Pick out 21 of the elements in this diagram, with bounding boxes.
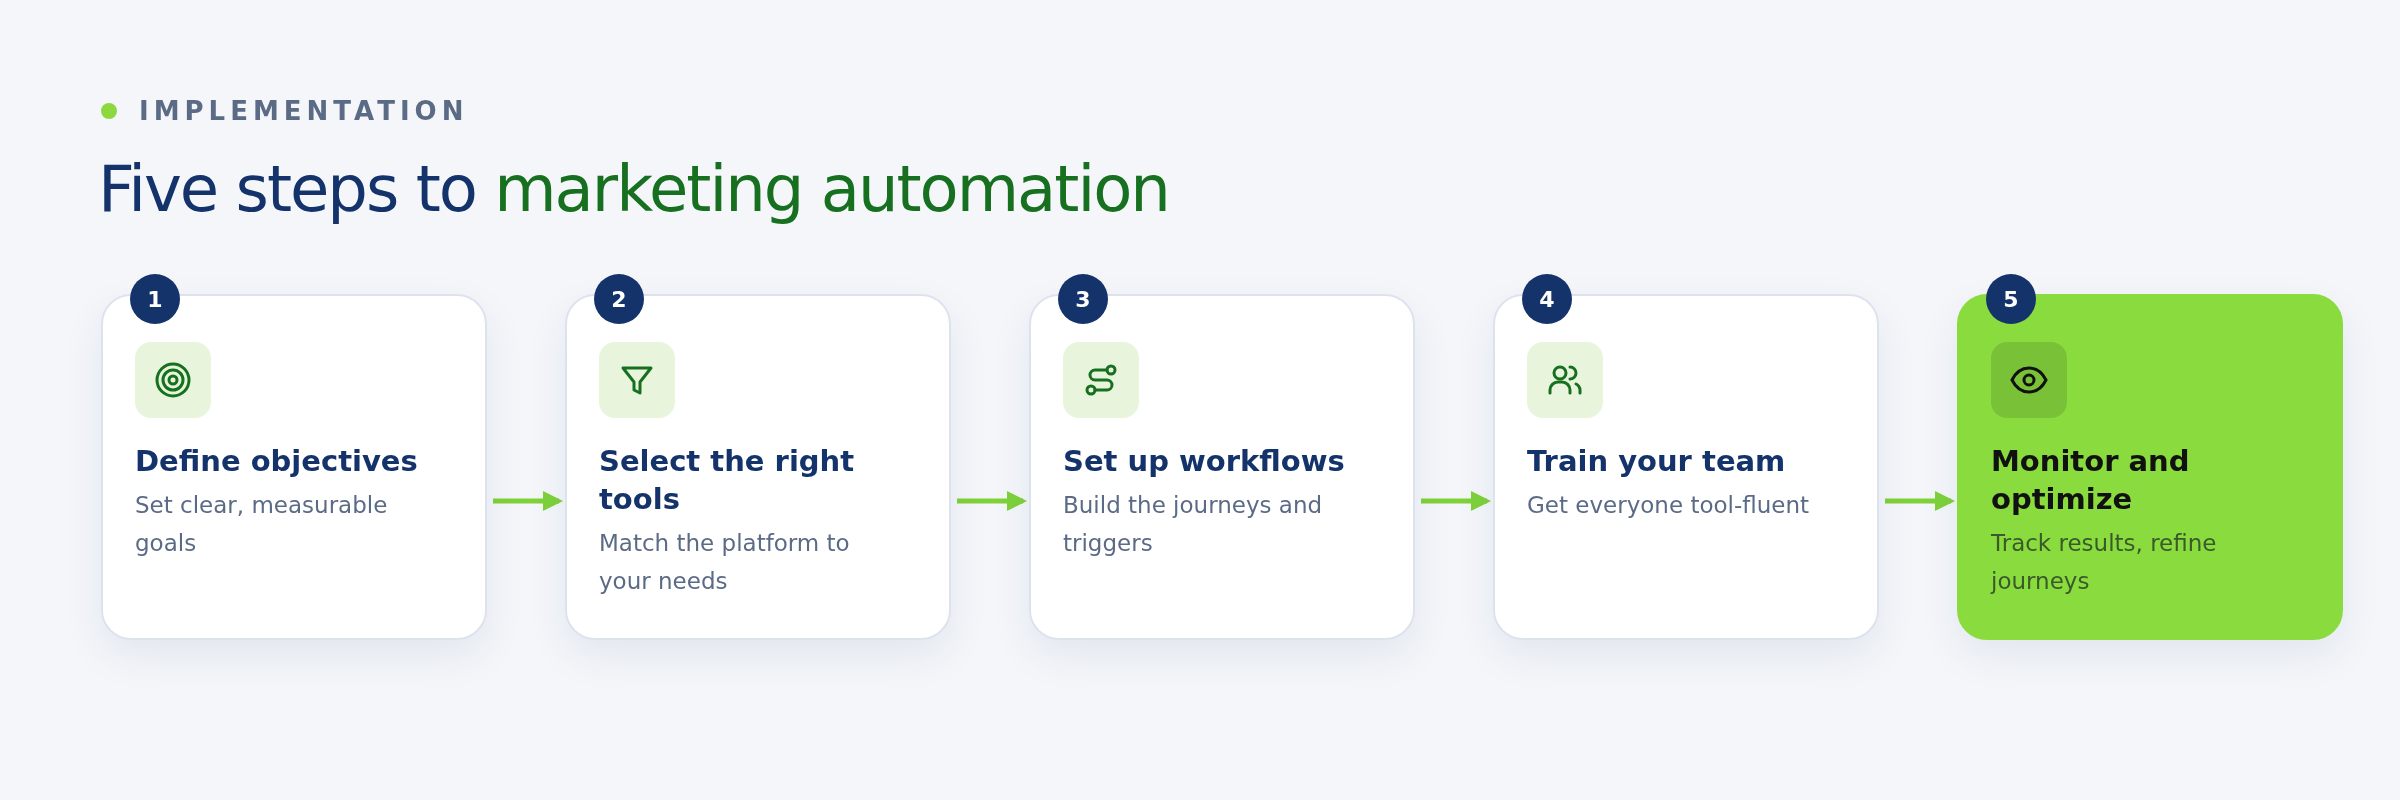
- step-number-badge: 1: [130, 274, 180, 324]
- step-number-badge: 2: [594, 274, 644, 324]
- step-heading: Monitor and optimize: [1991, 443, 2191, 518]
- step-number-badge: 3: [1058, 274, 1108, 324]
- step-heading: Select the right tools: [599, 443, 856, 518]
- step-description: Get everyone tool-fluent: [1527, 491, 1811, 520]
- step-description: Match the platform to your needs: [599, 529, 851, 596]
- step-number-badge: 4: [1522, 274, 1572, 324]
- step-description: Set clear, measurable goals: [135, 491, 389, 558]
- step-heading: Train your team: [1527, 443, 1787, 480]
- arrow: [1421, 491, 1491, 511]
- arrow: [493, 491, 563, 511]
- arrow: [957, 491, 1027, 511]
- step-number-badge: 5: [1986, 274, 2036, 324]
- title: Five steps to marketing automation: [98, 152, 1169, 226]
- step-heading: Define objectives: [135, 443, 419, 480]
- arrow: [1885, 491, 1955, 511]
- step-description: Track results, refine journeys: [1991, 529, 2218, 596]
- step-description: Build the journeys and triggers: [1063, 491, 1324, 558]
- step-heading: Set up workflows: [1063, 443, 1346, 480]
- section-label: IMPLEMENTATION: [139, 96, 469, 126]
